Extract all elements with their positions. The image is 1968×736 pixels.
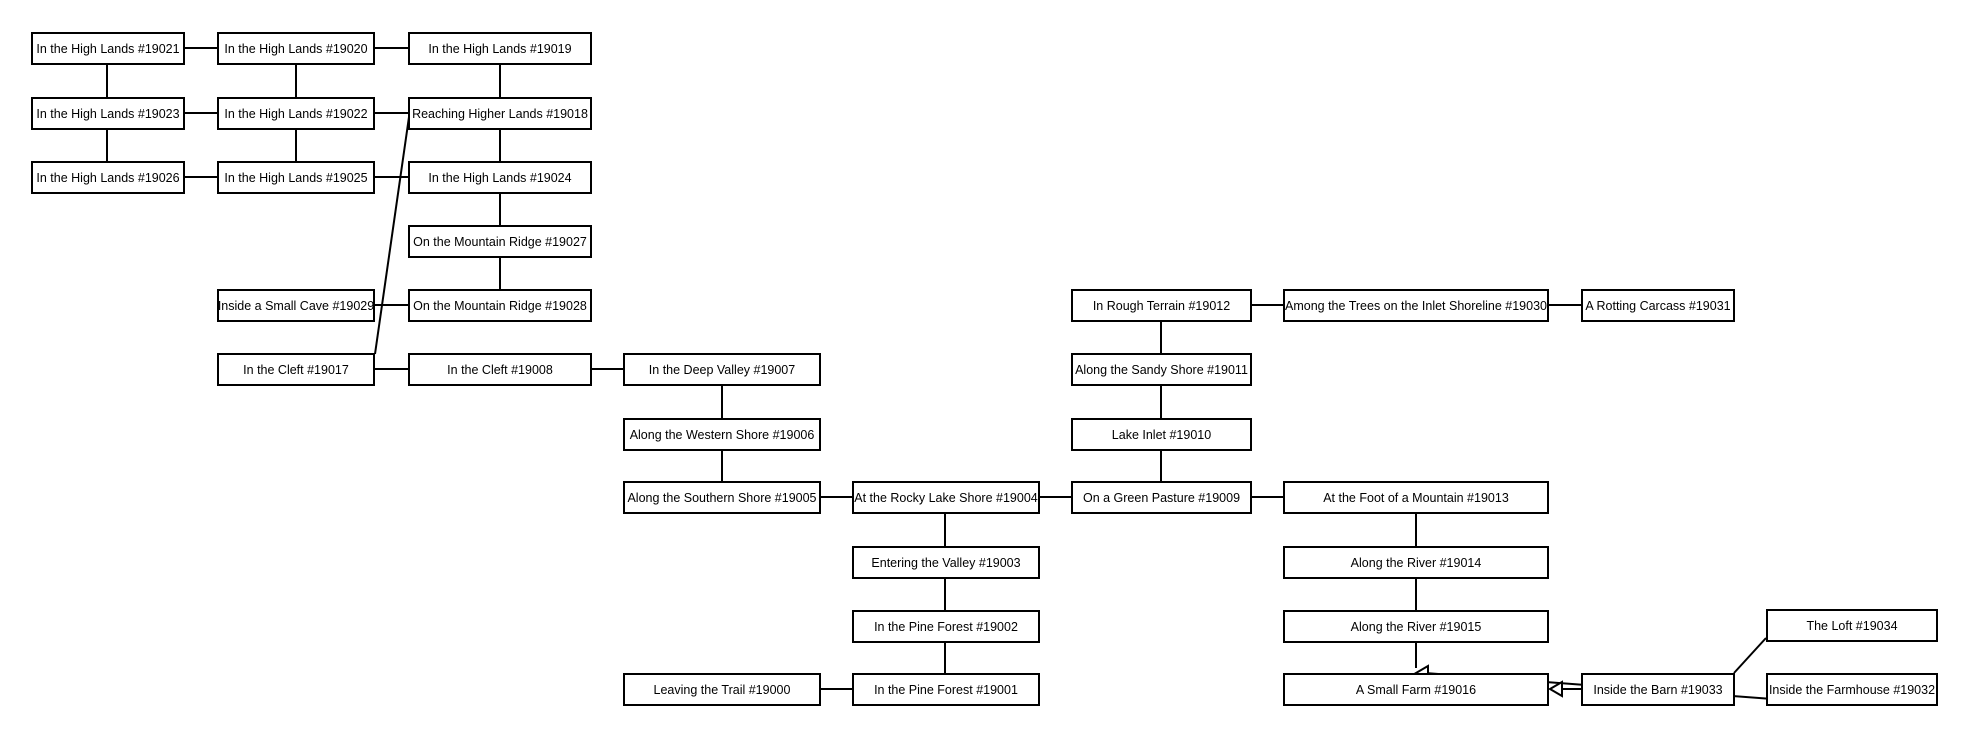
room-19024[interactable]: In the High Lands #19024 [408, 161, 592, 194]
room-19018[interactable]: Reaching Higher Lands #19018 [408, 97, 592, 130]
room-19007[interactable]: In the Deep Valley #19007 [623, 353, 821, 386]
room-19003[interactable]: Entering the Valley #19003 [852, 546, 1040, 579]
room-19004[interactable]: At the Rocky Lake Shore #19004 [852, 481, 1040, 514]
room-19025[interactable]: In the High Lands #19025 [217, 161, 375, 194]
room-19002[interactable]: In the Pine Forest #19002 [852, 610, 1040, 643]
room-19019[interactable]: In the High Lands #19019 [408, 32, 592, 65]
room-19023[interactable]: In the High Lands #19023 [31, 97, 185, 130]
room-19017[interactable]: In the Cleft #19017 [217, 353, 375, 386]
room-19030[interactable]: Among the Trees on the Inlet Shoreline #… [1283, 289, 1549, 322]
room-19034[interactable]: The Loft #19034 [1766, 609, 1938, 642]
room-19000[interactable]: Leaving the Trail #19000 [623, 673, 821, 706]
room-19020[interactable]: In the High Lands #19020 [217, 32, 375, 65]
connector [1733, 637, 1767, 674]
room-19032[interactable]: Inside the Farmhouse #19032 [1766, 673, 1938, 706]
room-19027[interactable]: On the Mountain Ridge #19027 [408, 225, 592, 258]
room-19005[interactable]: Along the Southern Shore #19005 [623, 481, 821, 514]
room-19009[interactable]: On a Green Pasture #19009 [1071, 481, 1252, 514]
room-19014[interactable]: Along the River #19014 [1283, 546, 1549, 579]
room-19010[interactable]: Lake Inlet #19010 [1071, 418, 1252, 451]
room-19015[interactable]: Along the River #19015 [1283, 610, 1549, 643]
room-19006[interactable]: Along the Western Shore #19006 [623, 418, 821, 451]
room-19022[interactable]: In the High Lands #19022 [217, 97, 375, 130]
room-19033[interactable]: Inside the Barn #19033 [1581, 673, 1735, 706]
room-19029[interactable]: Inside a Small Cave #19029 [217, 289, 375, 322]
room-19021[interactable]: In the High Lands #19021 [31, 32, 185, 65]
room-19011[interactable]: Along the Sandy Shore #19011 [1071, 353, 1252, 386]
room-19008[interactable]: In the Cleft #19008 [408, 353, 592, 386]
room-19031[interactable]: A Rotting Carcass #19031 [1581, 289, 1735, 322]
room-19028[interactable]: On the Mountain Ridge #19028 [408, 289, 592, 322]
connector [374, 109, 411, 355]
room-19013[interactable]: At the Foot of a Mountain #19013 [1283, 481, 1549, 514]
room-19012[interactable]: In Rough Terrain #19012 [1071, 289, 1252, 322]
room-19001[interactable]: In the Pine Forest #19001 [852, 673, 1040, 706]
room-19026[interactable]: In the High Lands #19026 [31, 161, 185, 194]
arrowhead-icon [1548, 680, 1563, 698]
room-19016[interactable]: A Small Farm #19016 [1283, 673, 1549, 706]
